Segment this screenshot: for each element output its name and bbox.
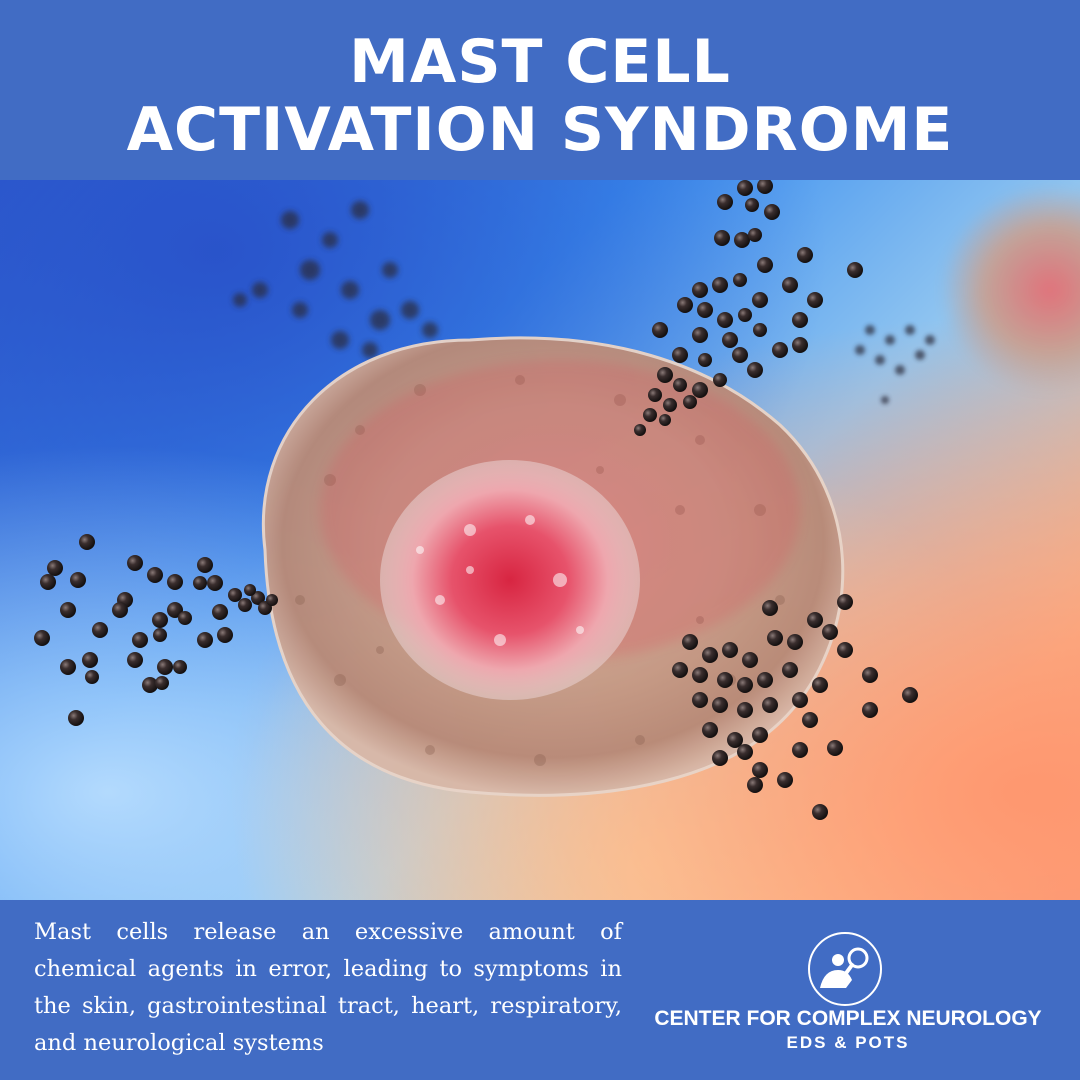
- footer-band: Mast cells release an excessive amount o…: [0, 900, 1080, 1080]
- page-title: MAST CELL ACTIVATION SYNDROME: [0, 28, 1080, 164]
- header-band: MAST CELL ACTIVATION SYNDROME: [0, 0, 1080, 180]
- mast-cell-graphic: [34, 180, 1080, 820]
- granules-bottom-right: [672, 594, 918, 820]
- brand-name: CENTER FOR COMPLEX NEUROLOGY: [654, 1007, 1042, 1030]
- blurred-granules: [233, 201, 438, 358]
- description-text: Mast cells release an excessive amount o…: [34, 919, 622, 1056]
- background-cell: [940, 185, 1080, 395]
- person-magnifier-icon: [806, 930, 884, 1008]
- title-line-2: ACTIVATION SYNDROME: [126, 95, 954, 165]
- granules-left: [34, 534, 278, 726]
- blurred-granules-right: [855, 325, 935, 404]
- title-line-1: MAST CELL: [349, 27, 731, 97]
- mast-cell-illustration: [0, 180, 1080, 900]
- brand-subtitle: EDS & POTS: [786, 1033, 910, 1052]
- nucleus-highlights: [416, 515, 584, 646]
- nucleus: [380, 460, 640, 700]
- granules-top-right: [634, 180, 863, 436]
